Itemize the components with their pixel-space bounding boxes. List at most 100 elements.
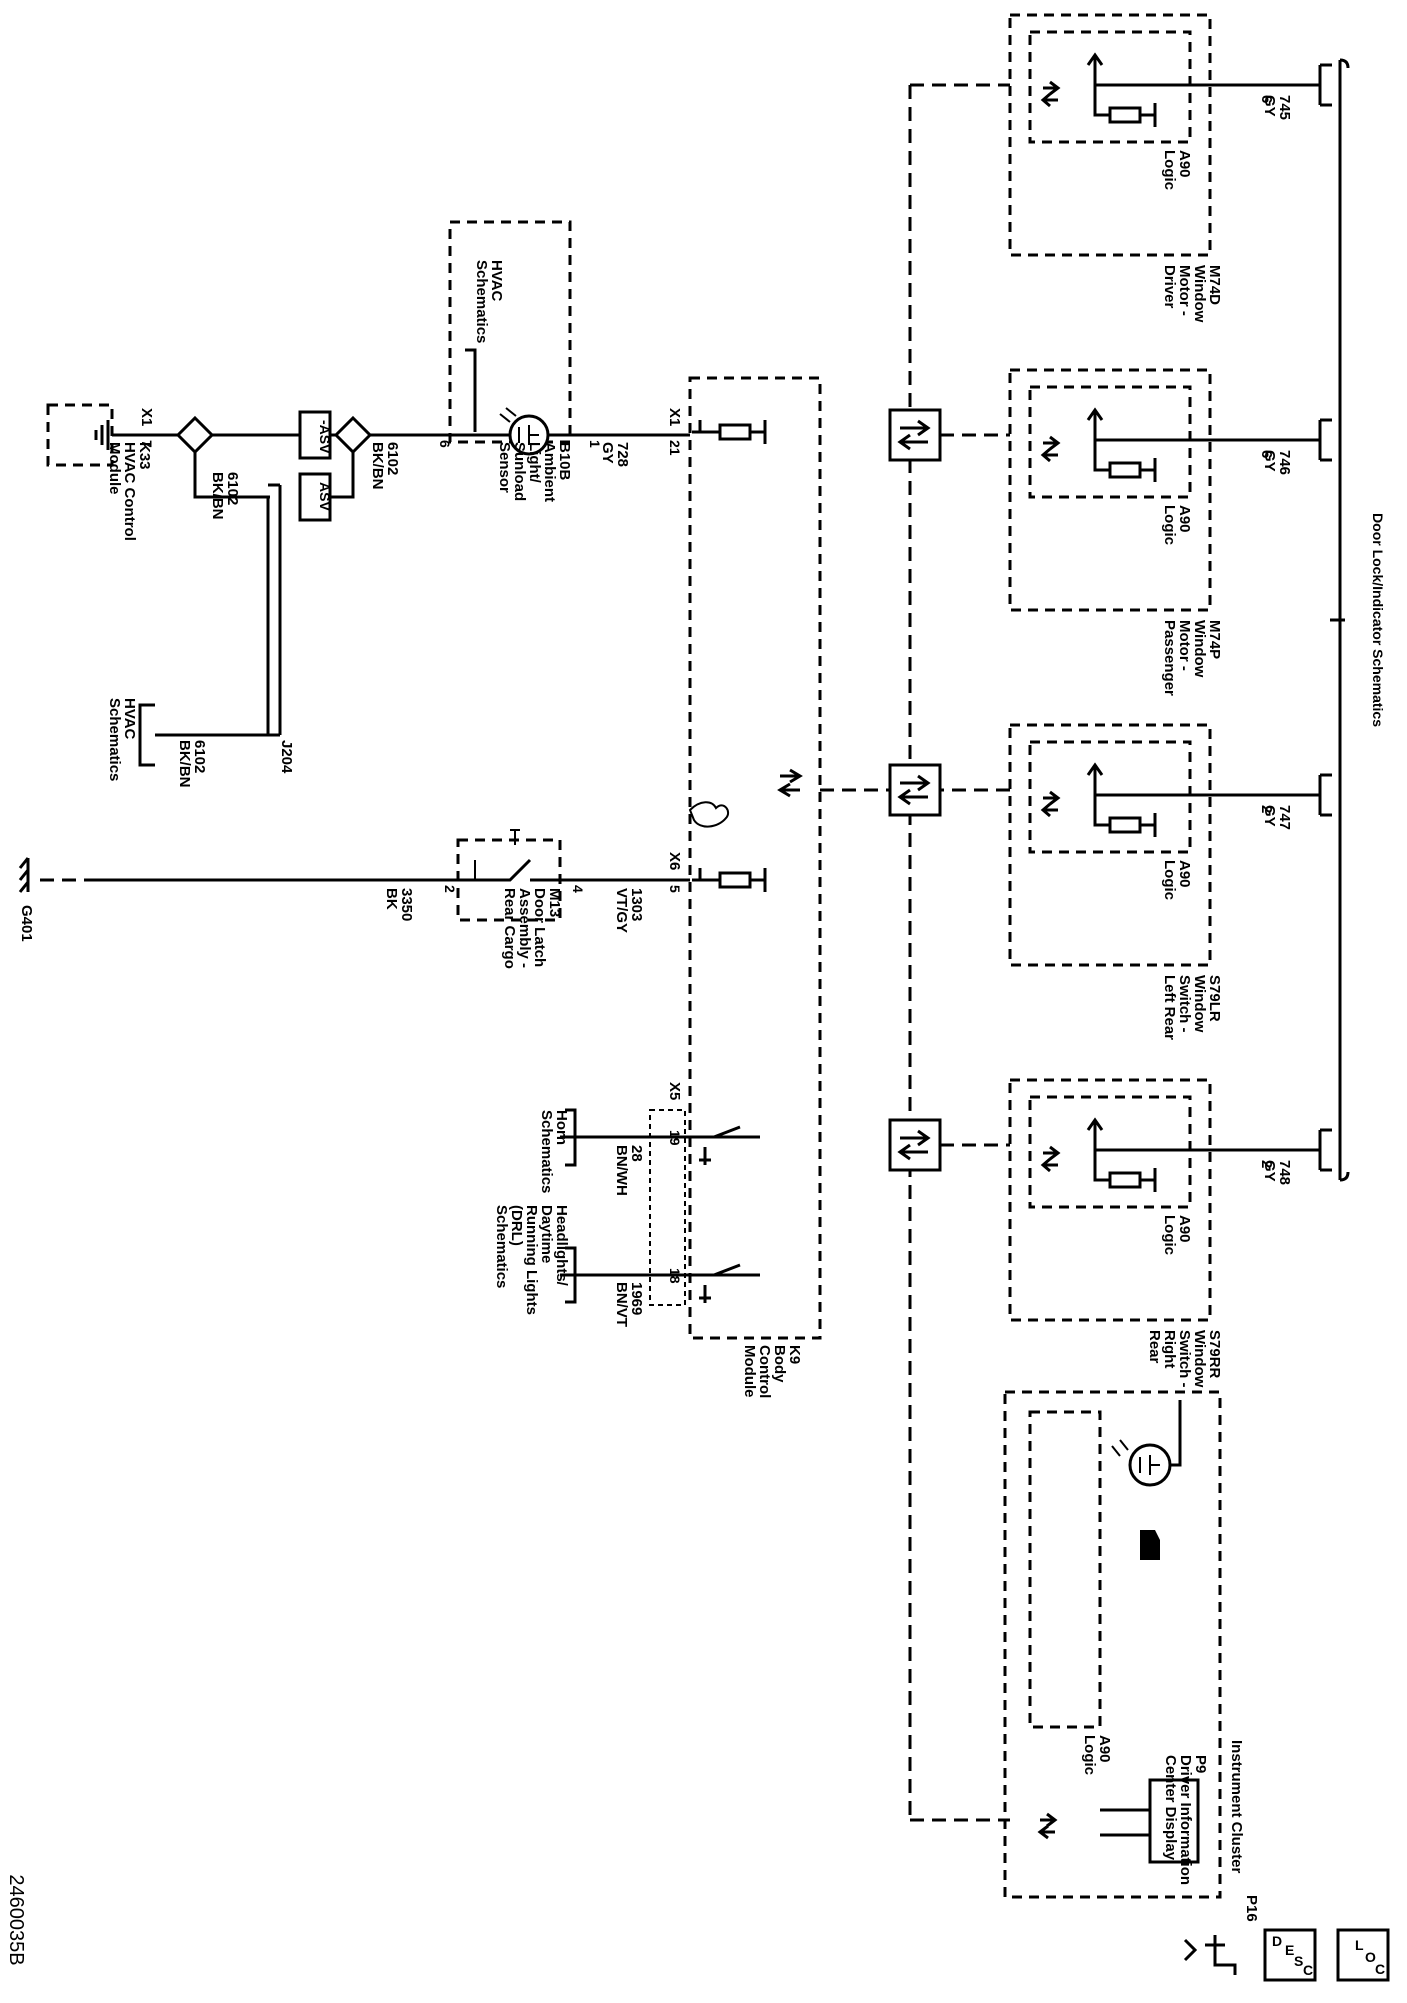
svg-text:Motor -: Motor -: [1176, 265, 1193, 316]
svg-text:6: 6: [1258, 450, 1275, 458]
horn-ref-label: Horn Schematics: [538, 1110, 570, 1193]
svg-text:HVAC: HVAC: [488, 260, 505, 302]
svg-text:S79RR: S79RR: [1206, 1330, 1223, 1379]
wire-6102-bn: 6102 BK/BN: [209, 472, 241, 520]
pin-k9-5: 5: [667, 885, 683, 893]
svg-text:K33: K33: [136, 442, 153, 470]
p16-instrument-cluster: [1003, 1390, 1222, 1899]
k9-body-control-module: [649, 376, 822, 1340]
data-link-bus: [820, 83, 1010, 1822]
svg-text:6102: 6102: [224, 472, 241, 505]
svg-text:Ambient: Ambient: [541, 442, 558, 502]
wire-1303: 1303 VT/GY: [613, 888, 645, 933]
svg-text:BK/BN: BK/BN: [176, 740, 193, 788]
legend-loc-o: O: [1365, 1949, 1376, 1965]
b10b-label: B10B Ambient Light/ Sunload Sensor: [496, 442, 573, 502]
svg-text:745: 745: [1276, 95, 1293, 120]
svg-text:S79LR: S79LR: [1206, 975, 1223, 1022]
svg-text:Schematics: Schematics: [493, 1205, 510, 1288]
p16-label: Instrument Cluster P16: [1228, 1740, 1260, 1922]
svg-text:Switch -: Switch -: [1176, 1330, 1193, 1388]
svg-text:Headlights/: Headlights/: [553, 1205, 570, 1287]
b10b-sensor: [448, 220, 690, 456]
svg-text:746: 746: [1276, 450, 1293, 475]
asv-neg-label: -ASV: [317, 420, 333, 454]
connector-x1-k9: X1: [666, 408, 683, 426]
svg-text:Passenger: Passenger: [1161, 620, 1178, 696]
labels: Door Lock/Indicator Schematics 2460035B …: [5, 260, 1386, 1978]
ground-g401: G401: [18, 905, 35, 942]
module-pin-label: 2: [1258, 1160, 1275, 1168]
hvac-ref-2: HVAC Schematics: [106, 698, 138, 781]
connector-x6: X6: [666, 852, 683, 870]
svg-text:Daytime: Daytime: [538, 1205, 555, 1263]
wire-6102-j204: 6102 BK/BN: [176, 740, 208, 788]
svg-text:M74P: M74P: [1206, 620, 1223, 659]
svg-text:BN/WH: BN/WH: [613, 1145, 630, 1196]
wire-28: 28 BN/WH: [613, 1145, 645, 1196]
svg-text:Switch -: Switch -: [1176, 975, 1193, 1033]
svg-text:Instrument Cluster: Instrument Cluster: [1228, 1740, 1245, 1874]
svg-text:2: 2: [1258, 1160, 1275, 1168]
pin-m13-2: 2: [442, 885, 458, 893]
k33-label: K33 HVAC Control Module: [106, 442, 153, 541]
svg-text:GY: GY: [1261, 450, 1278, 472]
svg-text:Light/: Light/: [526, 442, 543, 484]
svg-text:6102: 6102: [384, 442, 401, 475]
svg-text:Driver: Driver: [1161, 265, 1178, 309]
m13-door-latch: [18, 829, 690, 922]
svg-text:Control: Control: [756, 1345, 773, 1398]
svg-text:GY: GY: [1261, 805, 1278, 827]
svg-text:Logic: Logic: [1161, 1215, 1178, 1255]
svg-text:K9: K9: [786, 1345, 803, 1364]
svg-text:Logic: Logic: [1081, 1735, 1098, 1775]
figure-id: 2460035B: [5, 1874, 27, 1965]
pin-k9-18: 18: [667, 1268, 683, 1284]
legend: [1183, 1928, 1390, 1982]
wire-728: 728 GY: [599, 442, 631, 467]
svg-text:Sensor: Sensor: [496, 442, 513, 493]
svg-text:Horn: Horn: [553, 1110, 570, 1145]
legend-desc-e: E: [1285, 1942, 1294, 1958]
svg-text:GY: GY: [599, 442, 616, 464]
svg-text:HVAC Control: HVAC Control: [121, 442, 138, 541]
svg-text:Module: Module: [106, 442, 123, 495]
asv-pos-label: ASV: [317, 482, 333, 511]
svg-text:A90: A90: [1176, 505, 1193, 533]
wire-1969: 1969 BN/VT: [613, 1282, 645, 1327]
svg-text:Rear Cargo: Rear Cargo: [501, 888, 518, 969]
pin-k9-21: 21: [667, 440, 683, 456]
svg-text:Window: Window: [1191, 1330, 1208, 1388]
svg-text:Rear: Rear: [1146, 1330, 1163, 1364]
connector-j204: J204: [278, 740, 295, 774]
svg-text:Logic: Logic: [1161, 505, 1178, 545]
svg-text:BK: BK: [383, 888, 400, 910]
svg-text:1969: 1969: [628, 1282, 645, 1315]
svg-text:Driver Information: Driver Information: [1177, 1755, 1194, 1885]
legend-desc-d: D: [1272, 1933, 1282, 1949]
svg-text:28: 28: [628, 1145, 645, 1162]
svg-text:Window: Window: [1191, 265, 1208, 323]
legend-desc-s: S: [1294, 1953, 1303, 1969]
svg-text:A90: A90: [1176, 150, 1193, 178]
svg-text:P16: P16: [1243, 1895, 1260, 1922]
svg-text:Door Latch: Door Latch: [531, 888, 548, 967]
svg-text:Schematics: Schematics: [106, 698, 123, 781]
hvac-ref-1: HVAC Schematics: [473, 260, 505, 343]
svg-text:BN/VT: BN/VT: [613, 1282, 630, 1327]
wire-6102-k33: 6102 BK/BN: [369, 442, 401, 490]
drl-ref-label: Headlights/ Daytime Running Lights (DRL)…: [493, 1205, 570, 1315]
